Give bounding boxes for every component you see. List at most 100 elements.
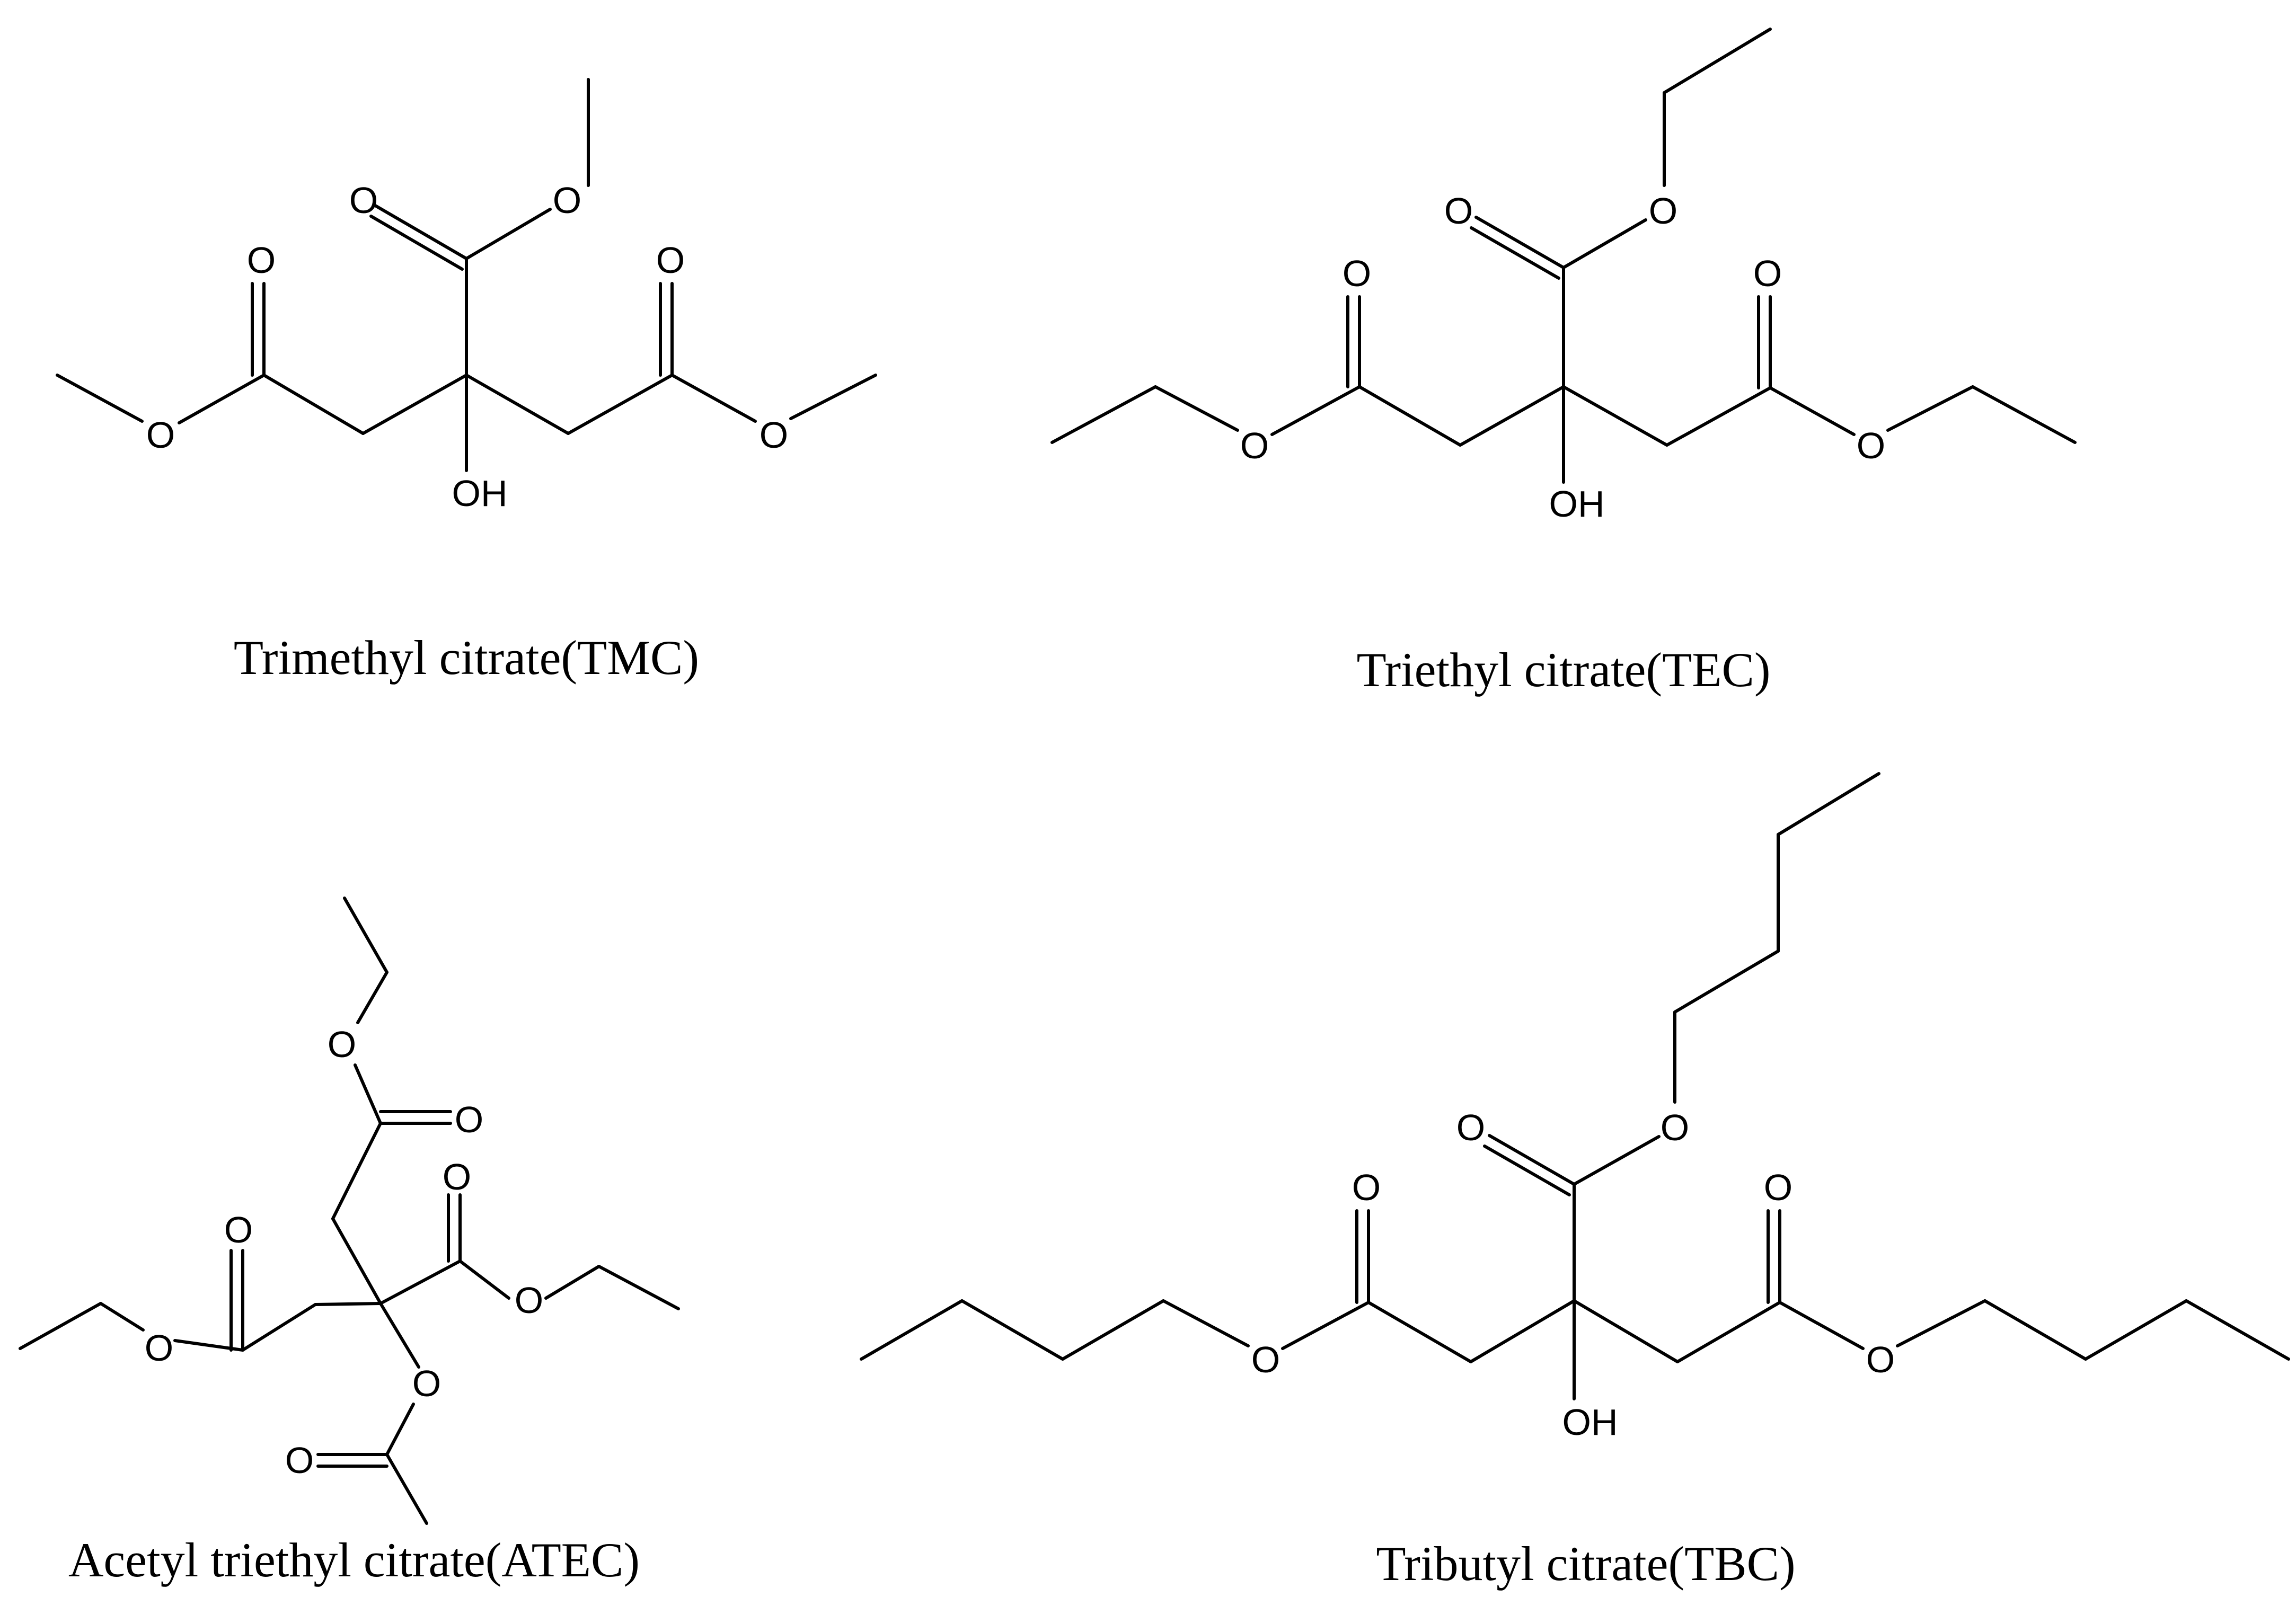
bond bbox=[789, 374, 877, 420]
bond bbox=[1154, 385, 1239, 432]
bond bbox=[1270, 385, 1361, 436]
atec-bonds bbox=[19, 897, 680, 1525]
bond bbox=[1573, 1299, 1679, 1363]
atom-label-o: O bbox=[146, 414, 175, 456]
bond bbox=[860, 1299, 964, 1361]
bond bbox=[56, 374, 144, 423]
tec-bonds bbox=[1050, 28, 2077, 484]
bond bbox=[1459, 385, 1565, 447]
bond bbox=[1573, 1135, 1661, 1186]
bond bbox=[458, 1259, 510, 1300]
atom-label-oh: OH bbox=[1549, 483, 1605, 525]
bond bbox=[1676, 1301, 1781, 1363]
bond bbox=[1896, 1299, 1986, 1347]
atom-label-o: O bbox=[760, 414, 788, 456]
atom-label-o: O bbox=[1343, 253, 1371, 294]
caption-tmc: Trimethyl citrate(TMC) bbox=[234, 631, 699, 685]
atom-label-o: O bbox=[1456, 1107, 1485, 1148]
tmc-bonds bbox=[56, 78, 877, 472]
bond bbox=[1673, 950, 1780, 1014]
bond bbox=[1488, 1134, 1576, 1186]
bond bbox=[1769, 386, 1856, 436]
bond bbox=[361, 374, 468, 435]
bond bbox=[1778, 1301, 1865, 1350]
atom-label-o: O bbox=[455, 1099, 483, 1140]
bond bbox=[1562, 385, 1668, 447]
atom-label-o: O bbox=[412, 1363, 441, 1404]
bond bbox=[178, 374, 266, 424]
tbc-bonds bbox=[860, 772, 2290, 1400]
caption-tbc: Tributyl citrate(TBC) bbox=[1376, 1537, 1795, 1591]
bond bbox=[1474, 216, 1565, 269]
atom-label-o: O bbox=[1352, 1167, 1381, 1208]
bond bbox=[1162, 1299, 1250, 1347]
bond bbox=[1777, 772, 1880, 836]
bond bbox=[960, 1299, 1064, 1361]
atom-label-o: O bbox=[349, 180, 378, 221]
atom-label-o: O bbox=[515, 1280, 543, 1321]
atom-label-o: O bbox=[1857, 425, 1885, 466]
bond bbox=[343, 897, 388, 974]
atom-label-o: O bbox=[285, 1440, 314, 1481]
atom-label-o: O bbox=[1753, 253, 1782, 294]
bond bbox=[379, 1302, 420, 1369]
bond bbox=[670, 374, 757, 423]
bond bbox=[1367, 1301, 1472, 1363]
caption-atec: Acetyl triethyl citrate(ATEC) bbox=[68, 1533, 640, 1587]
atom-label-o: O bbox=[1866, 1339, 1895, 1380]
bond bbox=[385, 1453, 428, 1525]
bond bbox=[567, 374, 674, 435]
bond bbox=[2084, 1299, 2188, 1361]
bond bbox=[374, 204, 468, 260]
atom-label-o: O bbox=[1251, 1339, 1280, 1380]
bond bbox=[262, 374, 365, 435]
bond bbox=[99, 1302, 145, 1332]
bond bbox=[385, 1403, 415, 1456]
bond bbox=[465, 208, 552, 260]
atom-label-o: O bbox=[443, 1156, 471, 1197]
molecule-tmc: O O O O O O OH Trimethyl citrate(TMC) bbox=[56, 78, 877, 685]
atom-label-o: O bbox=[224, 1209, 253, 1250]
bond bbox=[597, 1265, 680, 1310]
bond bbox=[19, 1302, 102, 1350]
bond bbox=[1665, 386, 1772, 447]
atom-label-oh: OH bbox=[452, 473, 508, 514]
bond bbox=[1061, 1299, 1165, 1361]
atom-label-o: O bbox=[1649, 190, 1677, 232]
bond bbox=[1983, 1299, 2087, 1361]
bond bbox=[1469, 1299, 1576, 1363]
bond bbox=[1470, 226, 1560, 280]
atom-label-o: O bbox=[328, 1024, 356, 1065]
bond bbox=[2185, 1299, 2290, 1361]
molecule-atec: O O O O O O O O Acetyl triethyl citrate(… bbox=[19, 897, 680, 1587]
atom-label-oh: OH bbox=[1562, 1401, 1618, 1443]
atom-label-o: O bbox=[553, 180, 581, 221]
molecule-tbc: O O O O O O OH Tributyl citrate(TBC) bbox=[860, 772, 2290, 1591]
bond bbox=[1050, 385, 1157, 444]
bond bbox=[314, 1302, 382, 1306]
bond bbox=[369, 215, 464, 271]
bond bbox=[331, 1122, 382, 1220]
bond bbox=[1562, 218, 1647, 269]
atom-label-o: O bbox=[145, 1327, 173, 1369]
bond bbox=[1663, 28, 1772, 94]
atom-label-o: O bbox=[247, 239, 276, 281]
bond bbox=[1358, 385, 1462, 447]
bond bbox=[173, 1339, 244, 1352]
atom-label-o: O bbox=[1661, 1107, 1689, 1148]
atom-label-o: O bbox=[1764, 1167, 1792, 1208]
bond bbox=[1483, 1144, 1571, 1196]
atom-label-o: O bbox=[656, 239, 685, 281]
bond bbox=[331, 1217, 382, 1305]
bond bbox=[1971, 385, 2077, 444]
atom-label-o: O bbox=[1240, 425, 1269, 466]
caption-tec: Triethyl citrate(TEC) bbox=[1357, 643, 1771, 697]
molecule-tec: O O O O O O OH Triethyl citrate(TEC) bbox=[1050, 28, 2077, 697]
bond bbox=[354, 1063, 382, 1125]
atom-label-o: O bbox=[1444, 190, 1473, 232]
bond bbox=[379, 1259, 462, 1305]
bond bbox=[241, 1303, 317, 1352]
bond bbox=[1281, 1301, 1370, 1350]
bond bbox=[1886, 385, 1974, 432]
